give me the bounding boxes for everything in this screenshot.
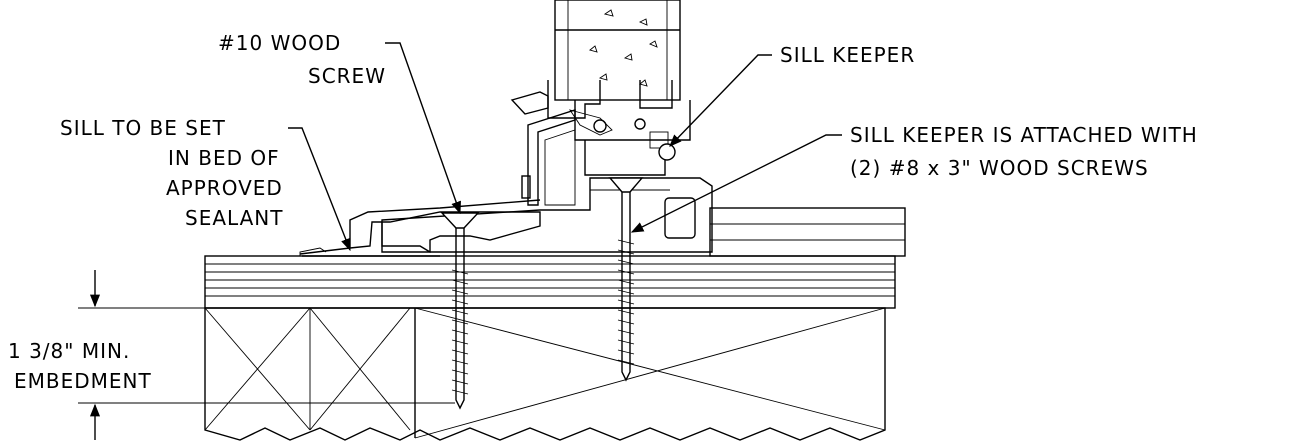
sill-keeper-body <box>381 143 713 253</box>
label-wood-screw-line2: SCREW <box>308 64 386 88</box>
leader-lines <box>288 42 842 252</box>
label-sill-bed-line1: SILL TO BE SET <box>60 116 226 140</box>
glass-panel <box>554 0 681 101</box>
label-sill-keeper-attached-line1: SILL KEEPER IS ATTACHED WITH <box>850 123 1198 147</box>
wood-screw-10 <box>440 212 480 410</box>
label-sill-bed-line3: APPROVED <box>166 176 283 200</box>
framing-lumber <box>204 307 886 441</box>
label-wood-screw-line1: #10 WOOD <box>218 31 341 55</box>
label-sill-keeper: SILL KEEPER <box>780 43 915 67</box>
label-embedment-line1: 1 3/8" MIN. <box>8 339 130 363</box>
embedment-dimension <box>78 270 455 440</box>
label-sill-bed-line2: IN BED OF <box>168 146 280 170</box>
decking-layers <box>204 207 906 309</box>
sash-frame <box>510 80 691 206</box>
wood-screw-8 <box>608 177 644 382</box>
label-embedment-line2: EMBEDMENT <box>14 369 152 393</box>
label-sill-keeper-attached-line2: (2) #8 x 3" WOOD SCREWS <box>850 156 1149 180</box>
label-sill-bed-line4: SEALANT <box>185 206 283 230</box>
sill-flange <box>299 199 541 257</box>
